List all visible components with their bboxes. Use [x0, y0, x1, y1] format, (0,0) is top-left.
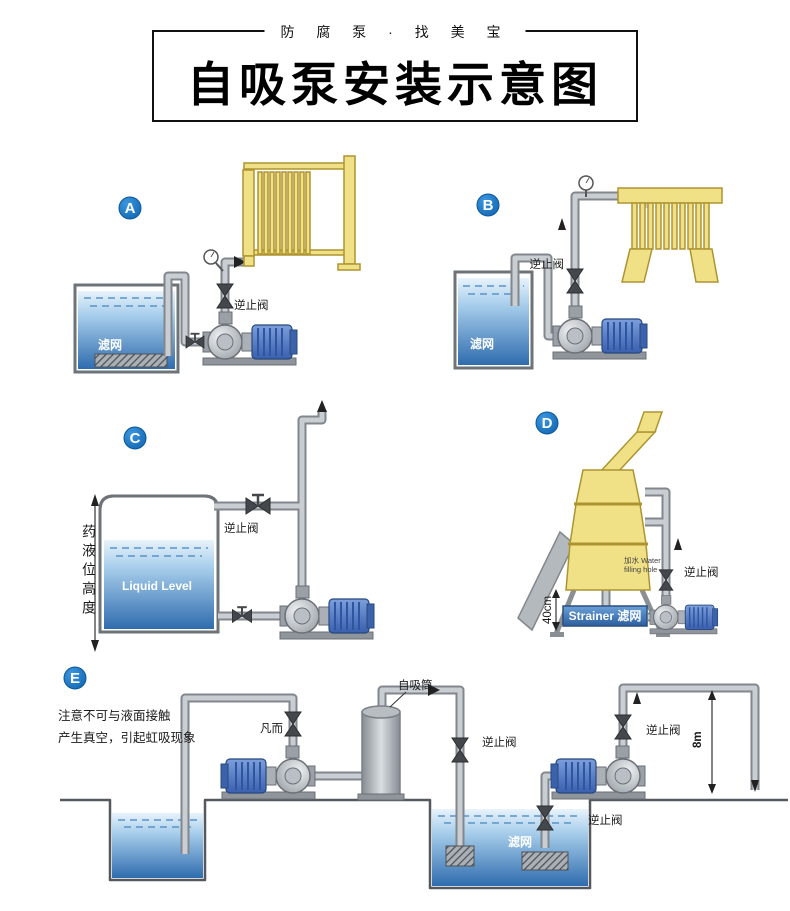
tank-water: [104, 540, 214, 629]
check-valve-icon: [566, 268, 584, 294]
badge-b: [476, 193, 500, 217]
badge-c-letter: C: [130, 430, 141, 447]
valve-label: 凡而: [260, 723, 283, 735]
badge-a: [118, 196, 142, 220]
badge-c: [123, 426, 147, 450]
check-valve-icon: [614, 714, 632, 740]
diagram-a-tank: [73, 283, 180, 374]
water-filling-label: 加水 Water filling hole: [624, 556, 661, 574]
pump: [649, 594, 719, 635]
valve-icon: [284, 711, 302, 737]
check-valve-icon: [216, 283, 234, 309]
page-title: 自吸泵安装示意图: [187, 58, 603, 111]
pump: [279, 585, 375, 640]
pump: [220, 745, 316, 800]
check-valve-label: 逆止阀: [224, 521, 259, 535]
check-valve-label: 逆止阀: [588, 813, 623, 827]
badge-e-letter: E: [70, 670, 80, 687]
strainer-label: Strainer 滤网: [569, 608, 642, 623]
filter-press: [617, 187, 723, 283]
check-valve-label: 逆止阀: [482, 735, 517, 749]
check-valve-label: 逆止阀: [530, 257, 565, 271]
level-height-label: 药液位高度: [81, 524, 97, 619]
flow-arrow-icon: [633, 692, 641, 704]
dimension-label: 40cm: [542, 596, 554, 624]
pressure-gauge-icon: [578, 175, 594, 197]
pump: [202, 311, 298, 366]
priming-tank-label: 自吸筒: [398, 678, 433, 692]
title-box: 防 腐 泵 · 找 美 宝 自吸泵安装示意图: [152, 22, 638, 122]
flow-arrow-icon: [317, 400, 327, 412]
flow-arrow-icon: [674, 538, 682, 550]
diagram-a: 逆止阀 滤网 A: [73, 155, 361, 374]
badge-a-letter: A: [125, 200, 136, 217]
check-valve-label: 逆止阀: [684, 565, 719, 579]
diagram-b: 逆止阀 滤网 B: [453, 175, 723, 370]
diagram-c: 逆止阀 Liquid Level C: [91, 400, 375, 652]
badge-d-letter: D: [542, 415, 553, 432]
pump: [550, 745, 646, 800]
strainer-box: [562, 605, 648, 627]
check-valve-icon: [244, 493, 272, 516]
priming-tank: [357, 705, 405, 801]
pump: [552, 305, 648, 360]
check-valve-icon: [451, 737, 469, 763]
note-line2: 产生真空，引起虹吸现象: [58, 731, 196, 745]
diagram-e: 注意不可与液面接触 产生真空，引起虹吸现象 凡而 自吸筒 逆止阀 逆止阀 逆止阀…: [58, 666, 788, 890]
foot-strainer: [445, 845, 475, 867]
pipes: [214, 412, 322, 616]
note-line1: 注意不可与液面接触: [58, 708, 171, 723]
tagline: 防 腐 泵 · 找 美 宝: [264, 22, 526, 42]
strainer-label: 滤网: [98, 337, 122, 352]
flow-arrow-icon: [751, 780, 759, 792]
foot-strainer: [521, 851, 569, 871]
strainer-label: 滤网: [470, 336, 494, 351]
diagram-b-tank: [453, 270, 534, 370]
strainer: [94, 353, 168, 368]
flow-arrow-icon: [234, 256, 246, 268]
height-dimension: [708, 690, 716, 794]
badge-d: [535, 411, 559, 435]
level-dimension: [91, 494, 99, 652]
diagram-d: 逆止阀 Strainer 滤网 40cm D: [517, 411, 719, 637]
heat-exchanger: [242, 155, 361, 271]
pressure-gauge-icon: [203, 249, 224, 272]
strainer-label: 滤网: [508, 834, 532, 849]
liquid-level-label: Liquid Level: [122, 579, 192, 593]
flow-arrow-icon: [558, 218, 566, 230]
badge-e: [63, 666, 87, 690]
leader-line: [389, 691, 407, 708]
strainer-dimension: [552, 589, 560, 631]
badge-b-letter: B: [483, 197, 494, 214]
flow-arrow-icon: [428, 684, 440, 696]
check-valve-label: 逆止阀: [646, 723, 681, 737]
height-label: 8m: [692, 731, 704, 748]
ground-profile: [60, 798, 788, 890]
diagram-c-tank: [98, 494, 220, 634]
check-valve-label: 逆止阀: [234, 298, 269, 312]
